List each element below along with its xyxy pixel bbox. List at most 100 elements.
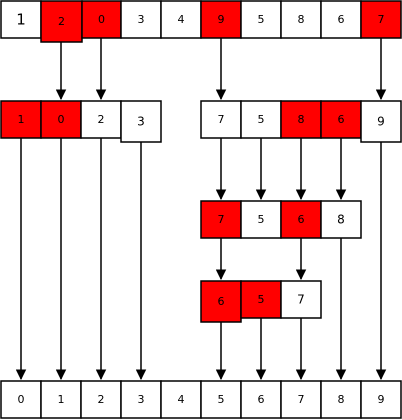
cell-level-3-2: 6 <box>280 200 322 239</box>
cell-label: 6 <box>338 13 345 26</box>
arrows <box>15 38 387 381</box>
cell-box <box>200 280 242 323</box>
cell-box <box>0 0 42 39</box>
cell-output-9: 9 <box>360 380 402 419</box>
cell-box <box>280 0 322 39</box>
cell-label: 3 <box>138 13 145 26</box>
cell-right-partition-2: 8 <box>280 100 322 139</box>
cell-label: 5 <box>258 113 265 126</box>
cell-output-8: 8 <box>320 380 362 419</box>
cell-level-4-1: 5 <box>240 280 282 319</box>
cell-label: 4 <box>178 393 185 406</box>
cell-box <box>120 100 162 143</box>
cell-label: 6 <box>258 393 265 406</box>
cell-output-5: 5 <box>200 380 242 419</box>
cell-box <box>280 100 322 139</box>
cell-input-2: 0 <box>81 0 122 39</box>
cell-output-3: 3 <box>120 380 162 419</box>
cell-label: 3 <box>138 393 145 406</box>
cell-label: 6 <box>338 113 345 126</box>
cell-box <box>360 0 402 39</box>
cell-left-partition-2: 2 <box>80 100 122 139</box>
cell-label: 5 <box>258 293 265 306</box>
cell-label: 7 <box>218 213 225 226</box>
cell-box <box>240 380 282 419</box>
cell-label: 2 <box>98 393 105 406</box>
cell-box <box>160 380 202 419</box>
cell-input-3: 3 <box>120 0 162 39</box>
cell-left-partition-0: 1 <box>0 100 42 139</box>
cell-box <box>320 380 362 419</box>
cell-box <box>200 100 242 139</box>
cell-box <box>120 380 162 419</box>
cell-box <box>320 200 362 239</box>
cell-box <box>200 380 242 419</box>
cell-box <box>360 100 402 143</box>
cell-label: 8 <box>298 113 305 126</box>
cell-right-partition-0: 7 <box>200 100 242 139</box>
cell-output-6: 6 <box>240 380 282 419</box>
cell-output-1: 1 <box>40 380 82 419</box>
cell-box <box>360 380 402 419</box>
cell-input-9: 7 <box>360 0 402 39</box>
cell-box <box>200 200 242 239</box>
cell-label: 6 <box>298 213 305 226</box>
cell-label: 7 <box>218 113 225 126</box>
cell-label: 2 <box>98 113 105 126</box>
cell-box <box>320 100 362 139</box>
cell-box <box>0 380 42 419</box>
cell-label: 0 <box>98 13 105 26</box>
cell-right-partition-3: 6 <box>320 100 362 139</box>
cell-label: 0 <box>58 113 65 126</box>
cell-input-0: 1 <box>0 0 42 39</box>
cell-label: 8 <box>338 393 345 406</box>
cell-box <box>240 100 282 139</box>
cell-input-1: 2 <box>40 0 83 43</box>
cell-label: 5 <box>258 13 265 26</box>
cell-box <box>81 0 122 39</box>
cell-left-partition-3: 3 <box>120 100 162 143</box>
cell-label: 8 <box>337 213 345 227</box>
cell-output-7: 7 <box>280 380 322 419</box>
cell-input-5: 9 <box>200 0 242 39</box>
cell-label: 1 <box>58 393 65 406</box>
cell-level-3-0: 7 <box>200 200 242 239</box>
cell-box <box>80 100 122 139</box>
cell-output-2: 2 <box>80 380 122 419</box>
cell-input-6: 5 <box>240 0 282 39</box>
cell-box <box>320 0 362 39</box>
cell-label: 7 <box>378 13 385 26</box>
cell-label: 4 <box>178 13 185 26</box>
cell-label: 5 <box>218 393 225 406</box>
cell-label: 1 <box>16 11 26 29</box>
cell-output-4: 4 <box>160 380 202 419</box>
cell-box <box>280 280 322 319</box>
cell-label: 9 <box>378 393 385 406</box>
cell-input-4: 4 <box>160 0 202 39</box>
cell-label: 1 <box>18 113 25 126</box>
cell-label: 3 <box>137 115 145 129</box>
cell-level-4-2: 7 <box>280 280 322 319</box>
cell-level-4-0: 6 <box>200 280 242 323</box>
cell-input-8: 6 <box>320 0 362 39</box>
cell-box <box>0 100 42 139</box>
cell-label: 0 <box>18 393 25 406</box>
cell-label: 5 <box>258 213 265 226</box>
cell-right-partition-4: 9 <box>360 100 402 143</box>
cell-label: 6 <box>218 295 225 308</box>
cell-right-partition-1: 5 <box>240 100 282 139</box>
cell-label: 9 <box>218 13 225 26</box>
cell-label: 7 <box>297 293 305 307</box>
cell-level-3-3: 8 <box>320 200 362 239</box>
cell-output-0: 0 <box>0 380 42 419</box>
cell-label: 9 <box>377 115 385 129</box>
cell-input-7: 8 <box>280 0 322 39</box>
cell-label: 7 <box>298 393 305 406</box>
cell-left-partition-1: 0 <box>40 100 82 139</box>
cell-label: 2 <box>58 15 65 28</box>
cell-box <box>280 200 322 239</box>
cell-level-3-1: 5 <box>240 200 282 239</box>
cell-label: 8 <box>298 13 305 26</box>
